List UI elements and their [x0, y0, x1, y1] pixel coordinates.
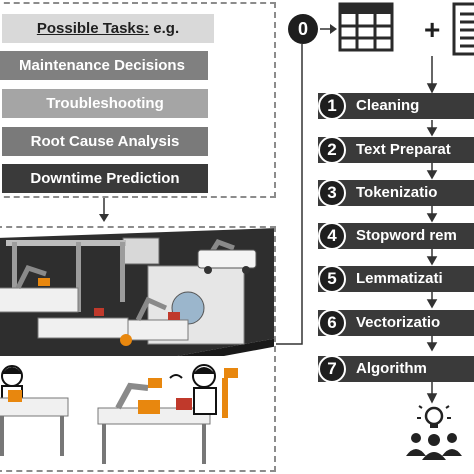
- factory-panel: [0, 226, 276, 472]
- users-lightbulb-icon: [406, 405, 462, 460]
- step-5-number: 5: [318, 265, 346, 293]
- step-2-bar: Text Preparat: [318, 137, 474, 163]
- worker-right: [192, 364, 217, 415]
- tasks-header-label: Possible Tasks:: [36, 20, 150, 37]
- step-7-number: 7: [318, 355, 346, 383]
- document-icon: [452, 2, 474, 56]
- connector-line: [276, 44, 303, 345]
- task-root-cause-analysis: Root Cause Analysis: [2, 127, 208, 156]
- table-icon: [338, 2, 394, 52]
- factory-illustration: [0, 228, 274, 470]
- step-zero-badge: 0: [288, 14, 318, 44]
- step-6-bar: Vectorizatio: [318, 310, 474, 336]
- arrow-right-icon: [320, 24, 337, 34]
- step-2-number: 2: [318, 136, 346, 164]
- step-5-bar: Lemmatizati: [318, 266, 474, 292]
- step-4-number: 4: [318, 222, 346, 250]
- pipeline-arrows: [426, 56, 438, 404]
- step-3-bar: Tokenizatio: [318, 180, 474, 206]
- plus-sign: +: [424, 14, 441, 45]
- step-3-number: 3: [318, 179, 346, 207]
- task-downtime-prediction: Downtime Prediction: [2, 164, 208, 193]
- task-troubleshooting: Troubleshooting: [2, 89, 208, 118]
- task-maintenance-decisions: Maintenance Decisions: [0, 51, 208, 80]
- step-6-number: 6: [318, 309, 346, 337]
- tasks-header-suffix: e.g.: [149, 20, 180, 37]
- arrow-down-icon: [99, 198, 109, 222]
- tasks-header: Possible Tasks: e.g.: [2, 14, 214, 43]
- step-1-bar: Cleaning: [318, 93, 474, 119]
- step-1-number: 1: [318, 92, 346, 120]
- possible-tasks-panel: Possible Tasks: e.g. Maintenance Decisio…: [0, 2, 276, 198]
